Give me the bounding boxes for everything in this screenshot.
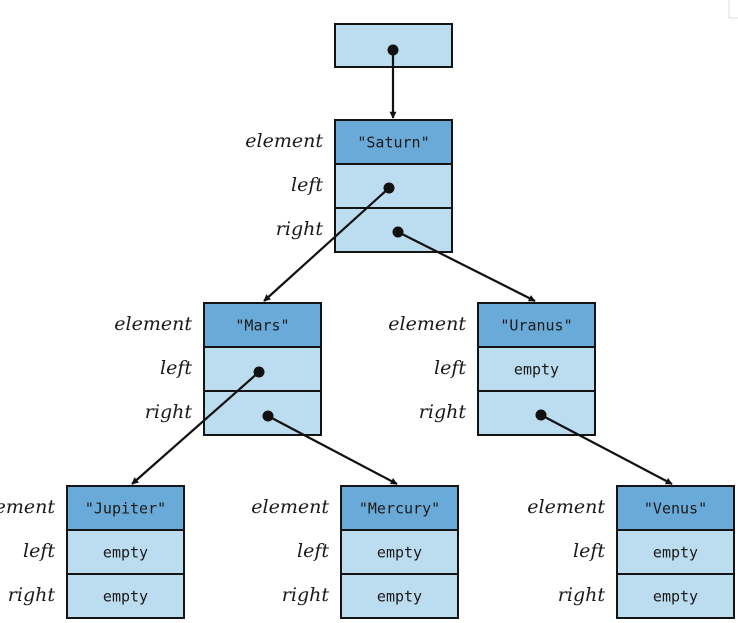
node-saturn: "Saturn" element left right xyxy=(245,119,453,253)
node-venus-left-value: empty xyxy=(653,544,698,562)
node-jupiter-left-value: empty xyxy=(103,544,148,562)
corner-mark xyxy=(728,0,738,19)
node-uranus-element-cell xyxy=(477,302,596,348)
node-jupiter-left-label: left xyxy=(23,540,55,562)
node-jupiter: "Jupiter" empty empty element left right xyxy=(0,485,185,619)
node-venus-right-label: right xyxy=(558,584,606,606)
node-mars: "Mars" element left right xyxy=(114,302,322,436)
node-saturn-left-label: left xyxy=(291,174,323,196)
node-jupiter-right-label: right xyxy=(8,584,56,606)
node-jupiter-right-cell xyxy=(66,573,185,619)
node-uranus-left-value: empty xyxy=(514,361,559,379)
node-uranus-element-value: "Uranus" xyxy=(500,317,572,335)
edges xyxy=(131,50,673,485)
node-uranus-right-label: right xyxy=(419,401,467,423)
node-mercury-element-value: "Mercury" xyxy=(359,500,440,518)
node-venus-element-value: "Venus" xyxy=(644,500,707,518)
node-venus-left-label: left xyxy=(573,540,605,562)
node-venus: "Venus" empty empty element left right xyxy=(527,485,735,619)
node-mars-element-label: element xyxy=(114,313,192,335)
node-jupiter-element-value: "Jupiter" xyxy=(85,500,166,518)
node-uranus-element-label: element xyxy=(388,313,466,335)
node-mercury-left-value: empty xyxy=(377,544,422,562)
node-mars-right-label: right xyxy=(145,401,193,423)
node-jupiter-element-cell xyxy=(66,485,185,531)
node-mars-right-cell xyxy=(203,390,322,436)
node-mercury-left-label: left xyxy=(297,540,329,562)
node-mercury-left-cell xyxy=(340,529,459,575)
node-uranus: "Uranus" empty element left right xyxy=(388,302,596,436)
node-venus-right-cell xyxy=(616,573,735,619)
edge-mars-right-to-mercury xyxy=(267,415,398,485)
node-saturn-element-label: element xyxy=(245,130,323,152)
node-mars-left-label: left xyxy=(160,357,192,379)
node-venus-right-value: empty xyxy=(653,588,698,606)
edge-saturn-left-to-mars xyxy=(263,187,390,302)
node-venus-element-label: element xyxy=(527,496,605,518)
node-uranus-left-label: left xyxy=(434,357,466,379)
edge-saturn-right-to-uranus xyxy=(397,231,536,302)
node-mercury-right-value: empty xyxy=(377,588,422,606)
node-mars-element-value: "Mars" xyxy=(235,317,289,335)
node-jupiter-element-label: element xyxy=(0,496,55,518)
node-jupiter-right-value: empty xyxy=(103,588,148,606)
node-mercury-right-cell xyxy=(340,573,459,619)
node-mercury-element-cell xyxy=(340,485,459,531)
edge-uranus-right-to-venus xyxy=(540,414,673,485)
node-mercury-right-label: right xyxy=(282,584,330,606)
node-mercury-element-label: element xyxy=(251,496,329,518)
node-saturn-right-label: right xyxy=(276,218,324,240)
node-mercury: "Mercury" empty empty element left right xyxy=(251,485,459,619)
node-saturn-element-value: "Saturn" xyxy=(357,134,429,152)
edge-mars-left-to-jupiter xyxy=(131,371,260,485)
node-uranus-left-cell xyxy=(477,346,596,392)
node-mars-element-cell xyxy=(203,302,322,348)
